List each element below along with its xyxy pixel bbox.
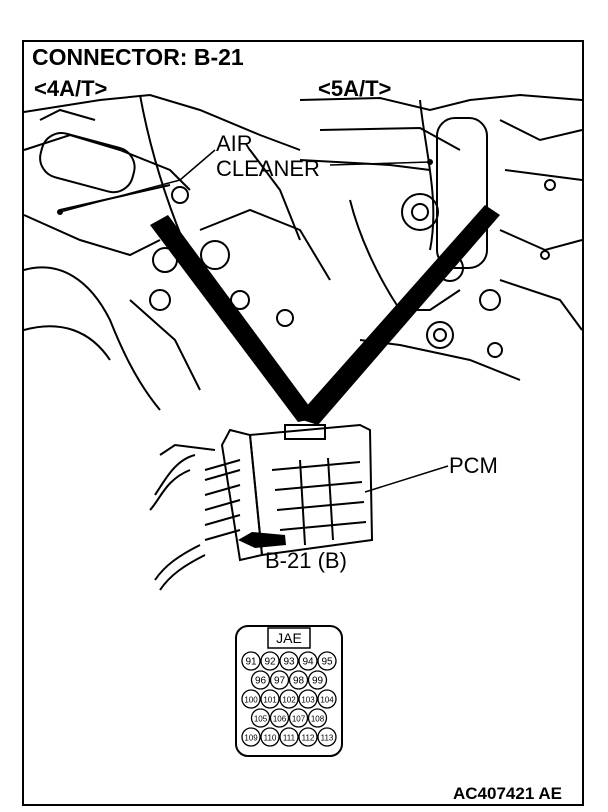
connector-arrow <box>238 532 286 548</box>
connector-pin <box>317 651 337 671</box>
connector-pin <box>260 651 280 671</box>
air-cleaner-label-line1: AIR <box>216 131 253 156</box>
connector-pin <box>279 727 299 747</box>
connector-pin <box>241 651 261 671</box>
leader-dot-right <box>427 159 433 165</box>
connector-pin-number: 102 <box>282 696 296 705</box>
connector-pin <box>298 651 318 671</box>
pointer-from-4at <box>150 215 318 422</box>
engine-bay-illustration-left <box>23 93 331 411</box>
connector-pin <box>288 708 309 728</box>
connector-pin-number: 92 <box>264 657 276 668</box>
connector-pin <box>260 689 280 709</box>
figure-code: AC407421 AE <box>453 784 562 803</box>
connector-pin-number: 110 <box>264 734 277 743</box>
connector-header-text: JAE <box>276 630 302 646</box>
connector-pin-number: 107 <box>292 715 306 724</box>
connector-pin-number: 93 <box>283 657 295 668</box>
connector-pin-number: 100 <box>244 696 258 705</box>
connector-pin-number: 103 <box>301 696 315 705</box>
connector-pin-number: 104 <box>320 696 334 705</box>
connector-pin <box>241 689 261 709</box>
connector-pin-number: 94 <box>302 657 314 668</box>
connector-pin <box>241 727 261 747</box>
connector-pin-number: 97 <box>274 676 286 687</box>
diagram-title: CONNECTOR: B-21 <box>32 44 244 70</box>
connector-pin <box>298 727 318 747</box>
connector-pin-number: 105 <box>254 715 268 724</box>
figure-frame <box>22 40 584 806</box>
connector-pin <box>288 670 309 690</box>
pcm-label: PCM <box>449 453 498 478</box>
air-cleaner-label-line2: CLEANER <box>216 156 320 181</box>
pointer-from-5at <box>296 205 500 425</box>
connector-b21-label: B-21 (B) <box>265 548 347 573</box>
variant-label-5at: <5A/T> <box>318 76 392 101</box>
connector-pin <box>298 689 318 709</box>
connector-pin <box>260 727 280 747</box>
connector-pin-number: 111 <box>283 734 296 743</box>
connector-pin <box>269 708 290 728</box>
variant-label-4at: <4A/T> <box>34 76 108 101</box>
connector-pin-number: 98 <box>293 676 305 687</box>
leader-lines <box>59 149 449 493</box>
connector-pin-number: 106 <box>273 715 287 724</box>
connector-pin <box>250 670 271 690</box>
connector-pin <box>307 670 328 690</box>
connector-pin-number: 113 <box>321 734 334 743</box>
connector-pin <box>250 708 271 728</box>
connector-pin-number: 91 <box>245 657 257 668</box>
connector-pin-number: 96 <box>255 676 267 687</box>
connector-pin-number: 101 <box>263 696 277 705</box>
leader-dot-left <box>57 209 63 215</box>
connector-key <box>267 627 311 649</box>
connector-pin <box>279 689 299 709</box>
connector-pin-number: 99 <box>312 676 324 687</box>
connector-pin-number: 109 <box>244 734 258 743</box>
connector-pin-number: 112 <box>302 734 315 743</box>
connector-pin <box>317 727 337 747</box>
connector-pin <box>317 689 337 709</box>
connector-pin-number: 108 <box>311 715 325 724</box>
connector-pin <box>307 708 328 728</box>
connector-outline <box>235 625 343 757</box>
connector-pin-number: 95 <box>321 657 333 668</box>
connector-pin <box>269 670 290 690</box>
connector-pin <box>279 651 299 671</box>
